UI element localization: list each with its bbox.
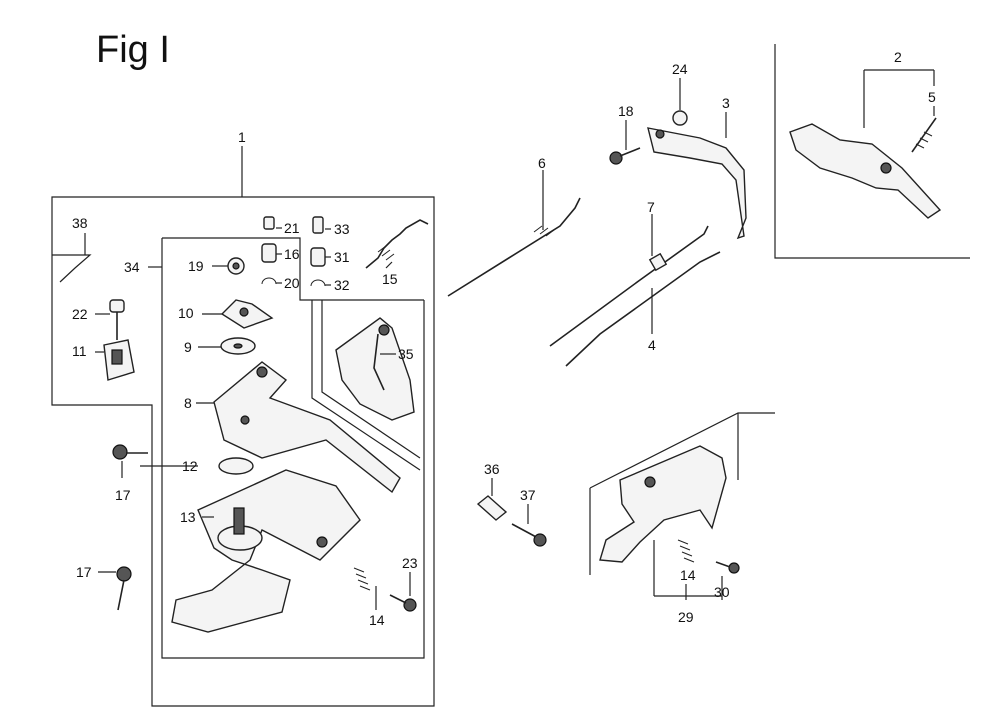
part-2-lever-assembly bbox=[789, 123, 942, 219]
callout-19: 19 bbox=[188, 258, 204, 274]
part-16-collar bbox=[261, 243, 277, 263]
part-13-plate bbox=[171, 469, 361, 633]
callout-24: 24 bbox=[672, 61, 688, 77]
callout-11: 11 bbox=[72, 343, 87, 359]
callout-3: 3 bbox=[722, 95, 730, 111]
callout-2: 2 bbox=[894, 49, 902, 65]
part-23-bolt bbox=[389, 594, 417, 612]
part-7-rod bbox=[549, 225, 709, 347]
part-21-screw bbox=[263, 216, 275, 230]
callout-1: 1 bbox=[238, 129, 246, 145]
part-10-cam bbox=[220, 299, 274, 329]
part-37-bolt bbox=[511, 523, 547, 547]
leader-lines bbox=[84, 69, 935, 610]
part-22-bolt bbox=[109, 299, 125, 340]
part-30-bolt bbox=[715, 561, 740, 574]
part-32-clip bbox=[310, 279, 326, 287]
callout-30: 30 bbox=[714, 584, 730, 600]
part-15-spring bbox=[365, 219, 429, 269]
callout-14-left: 14 bbox=[369, 612, 385, 628]
assembly-frames bbox=[51, 44, 970, 707]
part-14-spring-right bbox=[677, 539, 695, 563]
part-35-bracket bbox=[335, 317, 415, 421]
part-33-screw bbox=[312, 216, 324, 234]
callout-labels: 1 2 3 4 5 6 7 8 9 10 11 12 13 14 14 15 1… bbox=[72, 49, 936, 628]
callout-16: 16 bbox=[284, 246, 300, 262]
part-4-rod bbox=[565, 251, 721, 367]
part-17-bolt-upper bbox=[112, 444, 148, 460]
part-8-bracket bbox=[213, 361, 401, 494]
callout-17-upper: 17 bbox=[115, 487, 131, 503]
part-5-spring bbox=[911, 117, 937, 153]
part-12-washer bbox=[218, 457, 254, 475]
part-3-lever bbox=[647, 127, 747, 240]
part-31-collar bbox=[310, 247, 326, 267]
callout-7: 7 bbox=[647, 199, 655, 215]
part-20-clip bbox=[261, 277, 277, 285]
callout-33: 33 bbox=[334, 221, 350, 237]
callout-23: 23 bbox=[402, 555, 418, 571]
part-36-collar bbox=[476, 495, 508, 521]
callout-36: 36 bbox=[484, 461, 500, 477]
part-9-washer bbox=[220, 337, 256, 355]
callout-32: 32 bbox=[334, 277, 350, 293]
callout-12: 12 bbox=[182, 458, 198, 474]
callout-17-lower: 17 bbox=[76, 564, 92, 580]
part-11-clip bbox=[103, 339, 135, 381]
part-24-nut bbox=[672, 110, 688, 126]
callout-35: 35 bbox=[398, 346, 414, 362]
callout-14-right: 14 bbox=[680, 567, 696, 583]
callout-9: 9 bbox=[184, 339, 192, 355]
callout-4: 4 bbox=[648, 337, 656, 353]
part-29-governor-assembly bbox=[599, 445, 727, 563]
callout-38: 38 bbox=[72, 215, 88, 231]
part-18-bolt bbox=[609, 147, 641, 165]
callout-20: 20 bbox=[284, 275, 300, 291]
callout-13: 13 bbox=[180, 509, 196, 525]
callout-34: 34 bbox=[124, 259, 140, 275]
callout-15: 15 bbox=[382, 271, 398, 287]
part-14-spring-left bbox=[353, 567, 371, 591]
part-19-nut bbox=[227, 257, 245, 275]
callout-10: 10 bbox=[178, 305, 194, 321]
callout-37: 37 bbox=[520, 487, 536, 503]
callout-31: 31 bbox=[334, 249, 350, 265]
callout-18: 18 bbox=[618, 103, 634, 119]
callout-6: 6 bbox=[538, 155, 546, 171]
figure-title: Fig I bbox=[96, 29, 170, 71]
part-17-bolt-lower bbox=[116, 566, 132, 611]
callout-22: 22 bbox=[72, 306, 88, 322]
callout-5: 5 bbox=[928, 89, 936, 105]
callout-29: 29 bbox=[678, 609, 694, 625]
callout-21: 21 bbox=[284, 220, 300, 236]
part-6-spring-rod bbox=[447, 197, 581, 297]
callout-8: 8 bbox=[184, 395, 192, 411]
